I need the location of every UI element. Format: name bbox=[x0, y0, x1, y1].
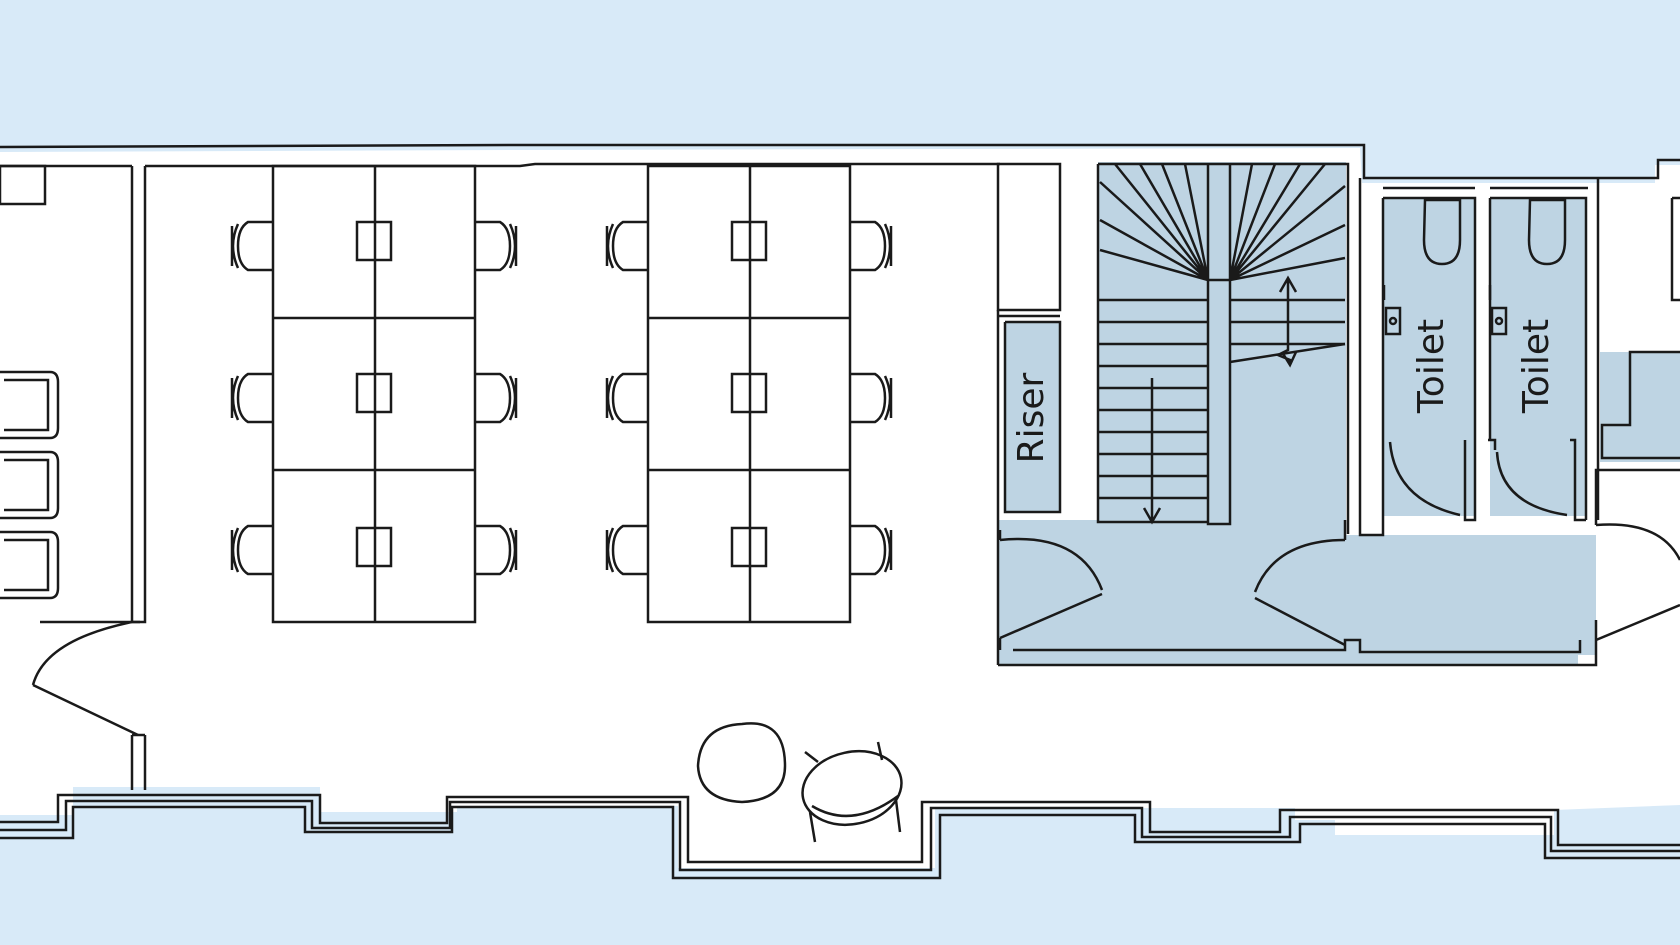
left-room-door-icon bbox=[31, 620, 140, 737]
south-wall-double bbox=[0, 799, 1680, 872]
riser-cupboard bbox=[996, 162, 1062, 312]
right-door-icon bbox=[1595, 523, 1680, 642]
stair-core-fill bbox=[1098, 162, 1346, 522]
office-chair-icon bbox=[230, 372, 273, 424]
hand-dryer-icon bbox=[1382, 285, 1402, 336]
toilet-1-label: Toilet bbox=[1411, 319, 1452, 414]
right-room-walls bbox=[1594, 350, 1680, 525]
right-room-fill bbox=[1600, 352, 1680, 462]
office-chair-icon bbox=[230, 220, 273, 272]
lobby-door-left-icon bbox=[999, 537, 1104, 640]
toilet-icon bbox=[1422, 198, 1462, 266]
desk-power-icon bbox=[730, 526, 768, 568]
toilet-2-fill bbox=[1490, 198, 1586, 516]
office-chair-icon bbox=[605, 220, 648, 272]
riser-fill bbox=[1005, 322, 1061, 512]
core-area bbox=[998, 520, 1596, 665]
lounge-pouf-icon bbox=[696, 722, 787, 804]
north-wall-outer bbox=[0, 143, 1680, 180]
lobby-wall-stubs bbox=[998, 520, 1347, 650]
south-wall-inner bbox=[0, 793, 1680, 864]
toilet-partitions bbox=[1463, 438, 1586, 522]
toilet-door-1-icon bbox=[1388, 441, 1461, 517]
left-room-box bbox=[0, 164, 47, 206]
hand-dryer-icon bbox=[1488, 285, 1508, 336]
office-chair-icon bbox=[230, 524, 273, 576]
office-chair-icon bbox=[605, 372, 648, 424]
stair-arrow-icon bbox=[1142, 378, 1162, 525]
riser-walls bbox=[996, 310, 1062, 665]
toilet-2-label: Toilet bbox=[1516, 319, 1557, 414]
desk-power-icon bbox=[355, 526, 393, 568]
office-chair-icon bbox=[850, 524, 893, 576]
toilet-door-2-icon bbox=[1495, 451, 1568, 517]
stair-arrow-icon bbox=[1274, 275, 1298, 368]
office-chair-icon bbox=[475, 220, 518, 272]
riser-label: Riser bbox=[1011, 372, 1052, 463]
office-chair-icon bbox=[475, 524, 518, 576]
office-chair-icon bbox=[475, 372, 518, 424]
toilet-icon bbox=[1527, 198, 1567, 266]
office-chair-icon bbox=[850, 372, 893, 424]
toilet-walls bbox=[1358, 178, 1600, 537]
desk-cluster-2 bbox=[646, 164, 852, 624]
lobby-door-right-icon bbox=[1253, 538, 1346, 647]
left-room-wall-lower bbox=[130, 733, 147, 790]
core-lobby-walls bbox=[998, 620, 1598, 667]
right-wall-stub bbox=[1670, 196, 1680, 302]
sofa-armchair-icon bbox=[0, 370, 60, 600]
office-chair-icon bbox=[850, 220, 893, 272]
desk-cluster-1 bbox=[271, 164, 477, 624]
office-chair-icon bbox=[605, 524, 648, 576]
desk-power-icon bbox=[355, 220, 393, 262]
desk-power-icon bbox=[730, 372, 768, 414]
lounge-chair-icon bbox=[801, 741, 903, 843]
desk-power-icon bbox=[730, 220, 768, 262]
desk-power-icon bbox=[355, 372, 393, 414]
south-wall-outer bbox=[0, 805, 1680, 880]
